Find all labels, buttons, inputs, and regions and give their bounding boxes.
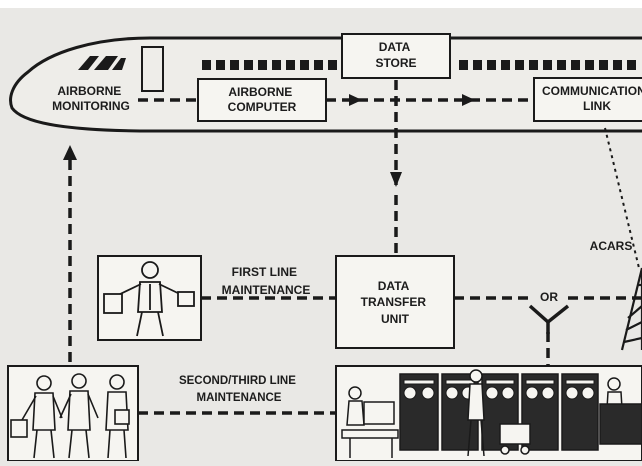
or-junction (530, 306, 568, 334)
first-line-technician-illustration (98, 256, 201, 340)
first-line-maintenance-label: FIRST LINE MAINTENANCE (222, 265, 311, 297)
second-third-line-technicians-illustration (8, 366, 138, 461)
ground-computer-room-illustration (336, 366, 642, 461)
arrow-down-icon (390, 172, 402, 187)
tape-drive-cabinet (400, 374, 438, 450)
arrow-up-icon (63, 145, 77, 160)
or-label: OR (540, 290, 558, 304)
airborne-computer-label: AIRBORNE COMPUTER (228, 85, 297, 114)
top-margin (0, 0, 642, 8)
second-third-line-maintenance-label: SECOND/THIRD LINE MAINTENANCE (179, 375, 299, 404)
acars-label: ACARS (590, 239, 633, 253)
antenna-tower-icon (622, 268, 642, 350)
tape-drive-cabinet (562, 374, 598, 450)
airborne-monitoring-label: AIRBORNE MONITORING (52, 84, 130, 113)
